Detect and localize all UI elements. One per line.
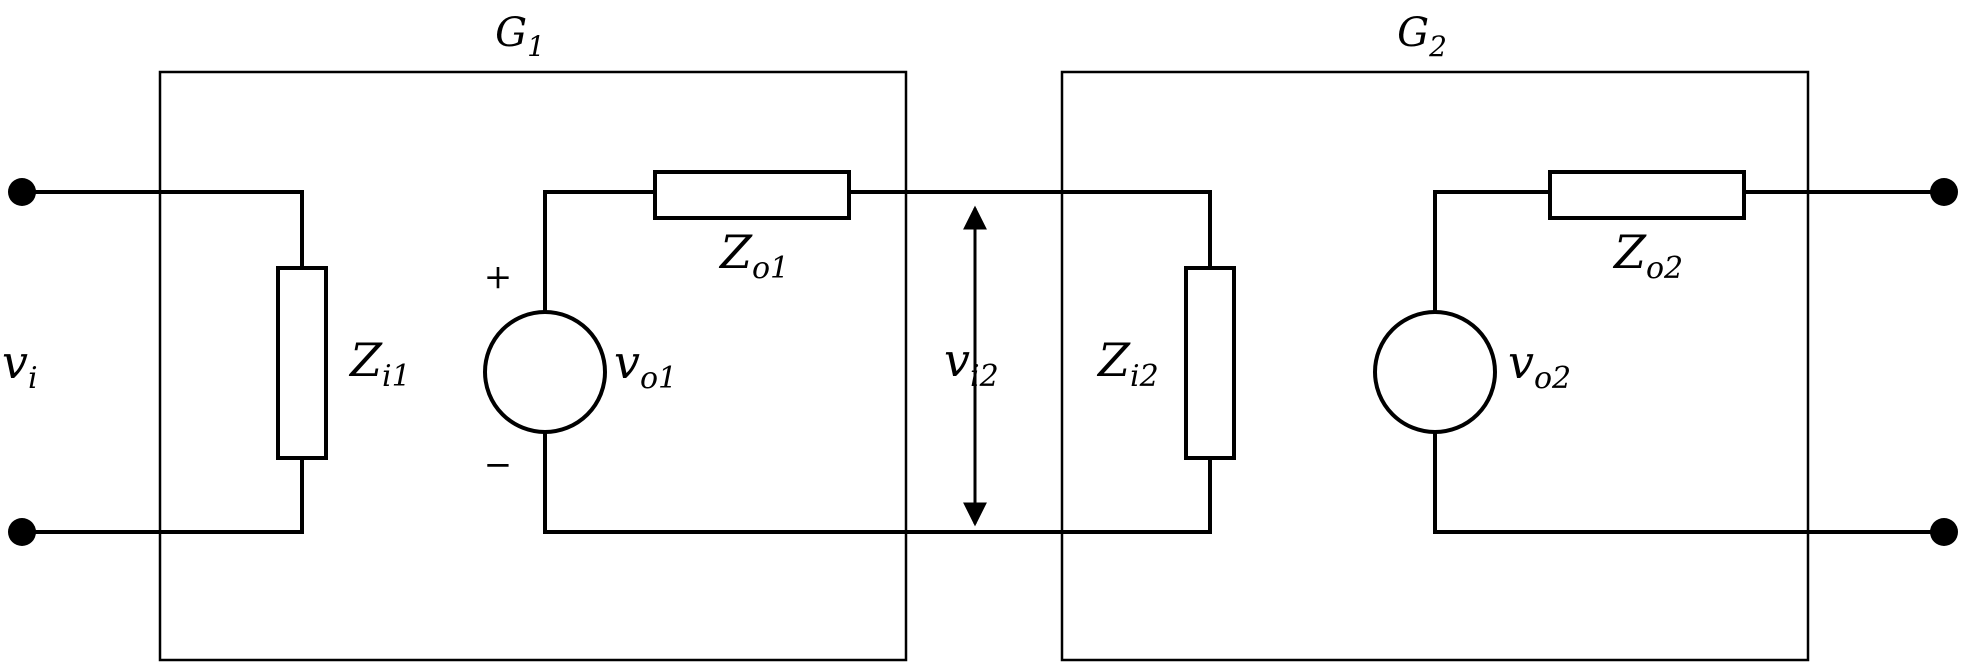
- resistor-zo1: [653, 170, 851, 220]
- block-g1-outline: [158, 70, 908, 662]
- wire-vo1-top: [543, 190, 657, 314]
- label-vo1: vo1: [614, 335, 677, 396]
- wire-input-top: [20, 190, 304, 270]
- resistor-zi1: [276, 266, 328, 460]
- wire-input-bottom: [20, 456, 304, 534]
- label-vo2: vo2: [1508, 335, 1571, 396]
- wire-zo1-to-zi2: [847, 190, 1212, 270]
- label-vi2: vi2: [944, 333, 999, 394]
- output-terminal-top: [1930, 178, 1958, 206]
- resistor-zo2: [1548, 170, 1746, 220]
- resistor-zi2: [1184, 266, 1236, 460]
- label-zi1: Zi1: [348, 333, 411, 394]
- wire-vo2-top: [1433, 190, 1552, 314]
- block-g2-title: G2: [1397, 10, 1447, 63]
- block-g2-outline: [1060, 70, 1810, 662]
- label-zo1: Zo1: [718, 225, 789, 286]
- block-g1-title: G1: [495, 10, 545, 63]
- polarity-plus-vo1: +: [484, 257, 513, 297]
- voltage-source-vo1: [483, 310, 607, 434]
- output-terminal-bottom: [1930, 518, 1958, 546]
- label-vi: vi: [2, 335, 38, 396]
- polarity-minus-vo1: −: [484, 445, 513, 485]
- wire-output-bottom: [1433, 430, 1946, 534]
- label-zi2: Zi2: [1096, 333, 1159, 394]
- voltage-source-vo2: [1373, 310, 1497, 434]
- label-zo2: Zo2: [1612, 225, 1683, 286]
- wire-vo1-bottom: [543, 430, 1212, 534]
